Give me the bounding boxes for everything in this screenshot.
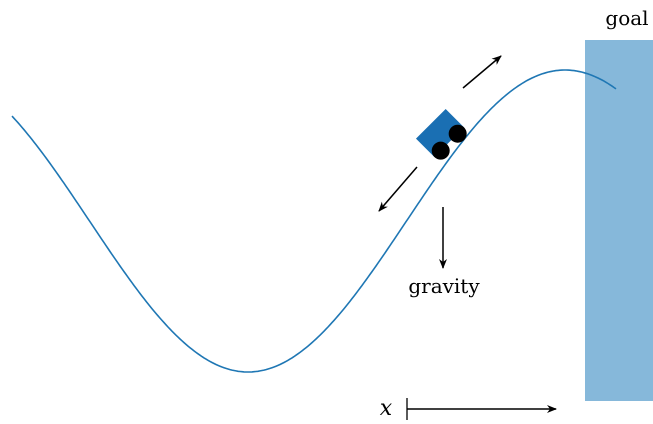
cart-icon (416, 109, 470, 163)
backward-arrow (379, 167, 417, 211)
x-axis-label: x (380, 396, 393, 421)
goal-region (585, 40, 653, 401)
valley-curve (12, 70, 616, 372)
gravity-label: gravity (408, 274, 480, 298)
forward-arrow (463, 56, 501, 88)
goal-label: goal (605, 6, 648, 30)
